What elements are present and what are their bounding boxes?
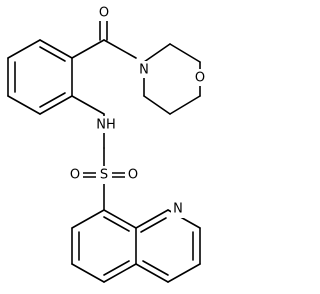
- benzene-ring: [7, 39, 73, 115]
- atom-label: O: [70, 168, 80, 183]
- sulfonamide-linkage: [71, 95, 129, 211]
- quinoline-pyridine-ring: [135, 209, 201, 283]
- atom-label: S: [100, 168, 108, 183]
- atom-amide-nh: NH: [92, 116, 118, 133]
- atom-label: NH: [96, 118, 116, 133]
- atom-sulfonyl-oxygen-right: O: [125, 166, 141, 184]
- atom-label: N: [173, 202, 183, 217]
- atom-sulfur: S: [96, 166, 112, 184]
- atom-sulfonyl-oxygen-left: O: [67, 166, 83, 184]
- quinoline-benzo-ring: [71, 209, 137, 283]
- atom-morpholine-oxygen: O: [192, 69, 208, 86]
- atom-quinoline-nitrogen: N: [171, 201, 185, 218]
- atom-label: O: [99, 6, 109, 21]
- atom-label: O: [195, 71, 205, 86]
- morpholine-ring: [143, 43, 201, 115]
- atom-label: O: [128, 168, 138, 183]
- atom-label: N: [139, 63, 149, 78]
- atom-carbonyl-oxygen: O: [96, 4, 112, 21]
- molecule-structure: O N O NH S O O N: [7, 4, 208, 283]
- carbonyl-group: [71, 19, 137, 59]
- atom-morpholine-nitrogen: N: [137, 61, 151, 78]
